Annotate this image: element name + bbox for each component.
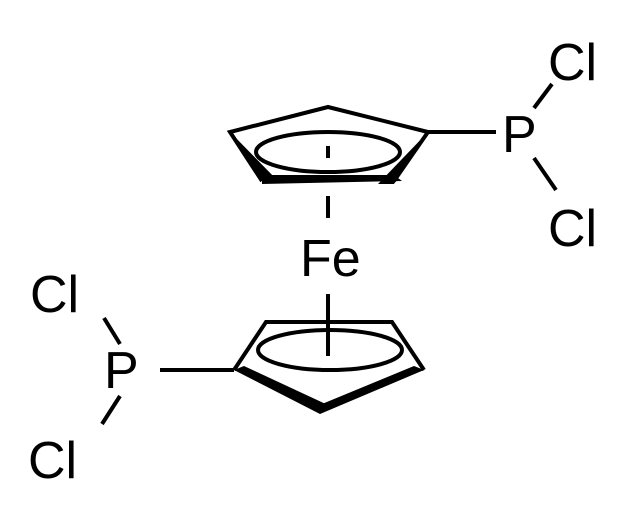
atom-fe: Fe xyxy=(300,230,361,288)
bond-lower-p-cl-bottom xyxy=(100,394,122,426)
bond-upper-p-cl-top xyxy=(532,82,554,110)
lower-ring-wedge-left xyxy=(234,366,330,414)
atom-cl-upper-top: Cl xyxy=(548,34,597,92)
atom-p-lower: P xyxy=(104,342,139,400)
atom-cl-lower-top: Cl xyxy=(30,266,79,324)
upper-cp-ring xyxy=(226,104,496,184)
upper-ring-front-edge xyxy=(262,175,402,184)
upper-ring-wedge-left xyxy=(230,132,278,181)
lower-ring-aromatic-circle xyxy=(256,328,404,372)
atom-cl-upper-bottom: Cl xyxy=(548,200,597,258)
lower-cp-ring xyxy=(160,320,426,414)
lower-ring-wedge-right xyxy=(320,366,424,414)
bond-lower-p-cl-top xyxy=(102,316,122,346)
atom-p-upper: P xyxy=(502,106,537,164)
bond-upper-p-cl-bottom xyxy=(532,156,558,192)
upper-ring-wedge-right xyxy=(378,132,428,184)
atom-cl-lower-bottom: Cl xyxy=(28,432,77,490)
lower-ring-back-edges xyxy=(232,320,426,372)
upper-ring-aromatic-circle xyxy=(254,130,402,174)
